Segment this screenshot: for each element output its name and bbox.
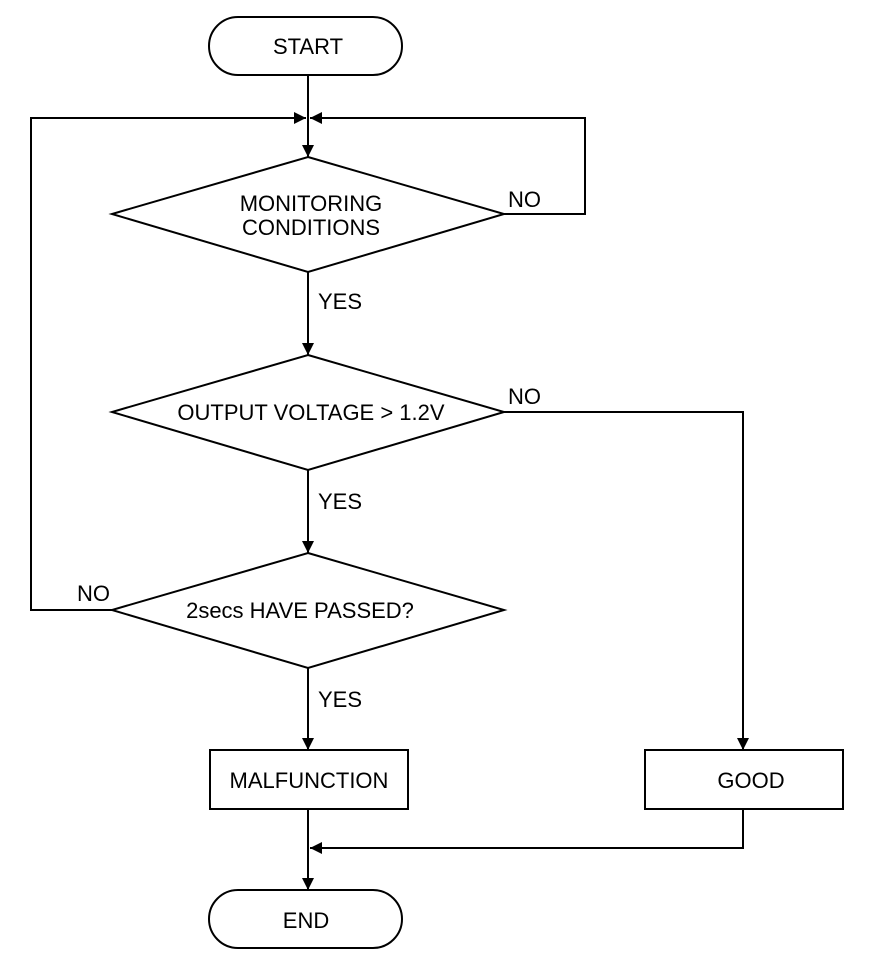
monitoring-label-line1: MONITORING [240, 191, 383, 216]
malfunction-box-shape [209, 749, 409, 810]
voltage-yes-arrow [302, 541, 314, 553]
time-yes-label: YES [318, 687, 362, 712]
voltage-label: OUTPUT VOLTAGE > 1.2V [177, 400, 444, 425]
monitoring-no-loop-arrow [310, 112, 322, 124]
start-node: START [208, 16, 403, 76]
end-node: END [208, 889, 403, 949]
voltage-no-label: NO [508, 384, 541, 409]
voltage-no-line [504, 411, 744, 750]
time-no-loop-arrow [294, 112, 306, 124]
good-label: GOOD [717, 768, 784, 793]
monitoring-label-line2: CONDITIONS [242, 215, 380, 240]
monitoring-no-loop-line [310, 117, 586, 215]
voltage-decision: OUTPUT VOLTAGE > 1.2V [108, 353, 508, 472]
time-no-label: NO [77, 581, 110, 606]
voltage-no-arrow [737, 738, 749, 750]
good-node: GOOD [644, 749, 844, 810]
start-label: START [273, 34, 343, 59]
malfunction-label: MALFUNCTION [230, 768, 389, 793]
monitoring-yes-arrow [302, 343, 314, 355]
voltage-yes-label: YES [318, 489, 362, 514]
end-label: END [283, 908, 329, 933]
monitoring-yes-label: YES [318, 289, 362, 314]
time-yes-arrow [302, 738, 314, 750]
time-decision: 2secs HAVE PASSED? [108, 551, 508, 670]
monitoring-no-label: NO [508, 187, 541, 212]
good-to-end-line [310, 809, 744, 849]
end-entry-arrow [302, 878, 314, 890]
monitoring-entry-arrow [302, 145, 314, 157]
good-box-shape [644, 749, 844, 810]
end-terminal-shape [208, 889, 403, 949]
start-terminal-shape [208, 16, 403, 76]
good-merge-arrow [310, 842, 322, 854]
time-label: 2secs HAVE PASSED? [186, 598, 414, 623]
malfunction-node: MALFUNCTION [209, 749, 409, 810]
time-no-loop-line [30, 117, 306, 611]
monitoring-decision: MONITORING CONDITIONS [108, 155, 508, 274]
